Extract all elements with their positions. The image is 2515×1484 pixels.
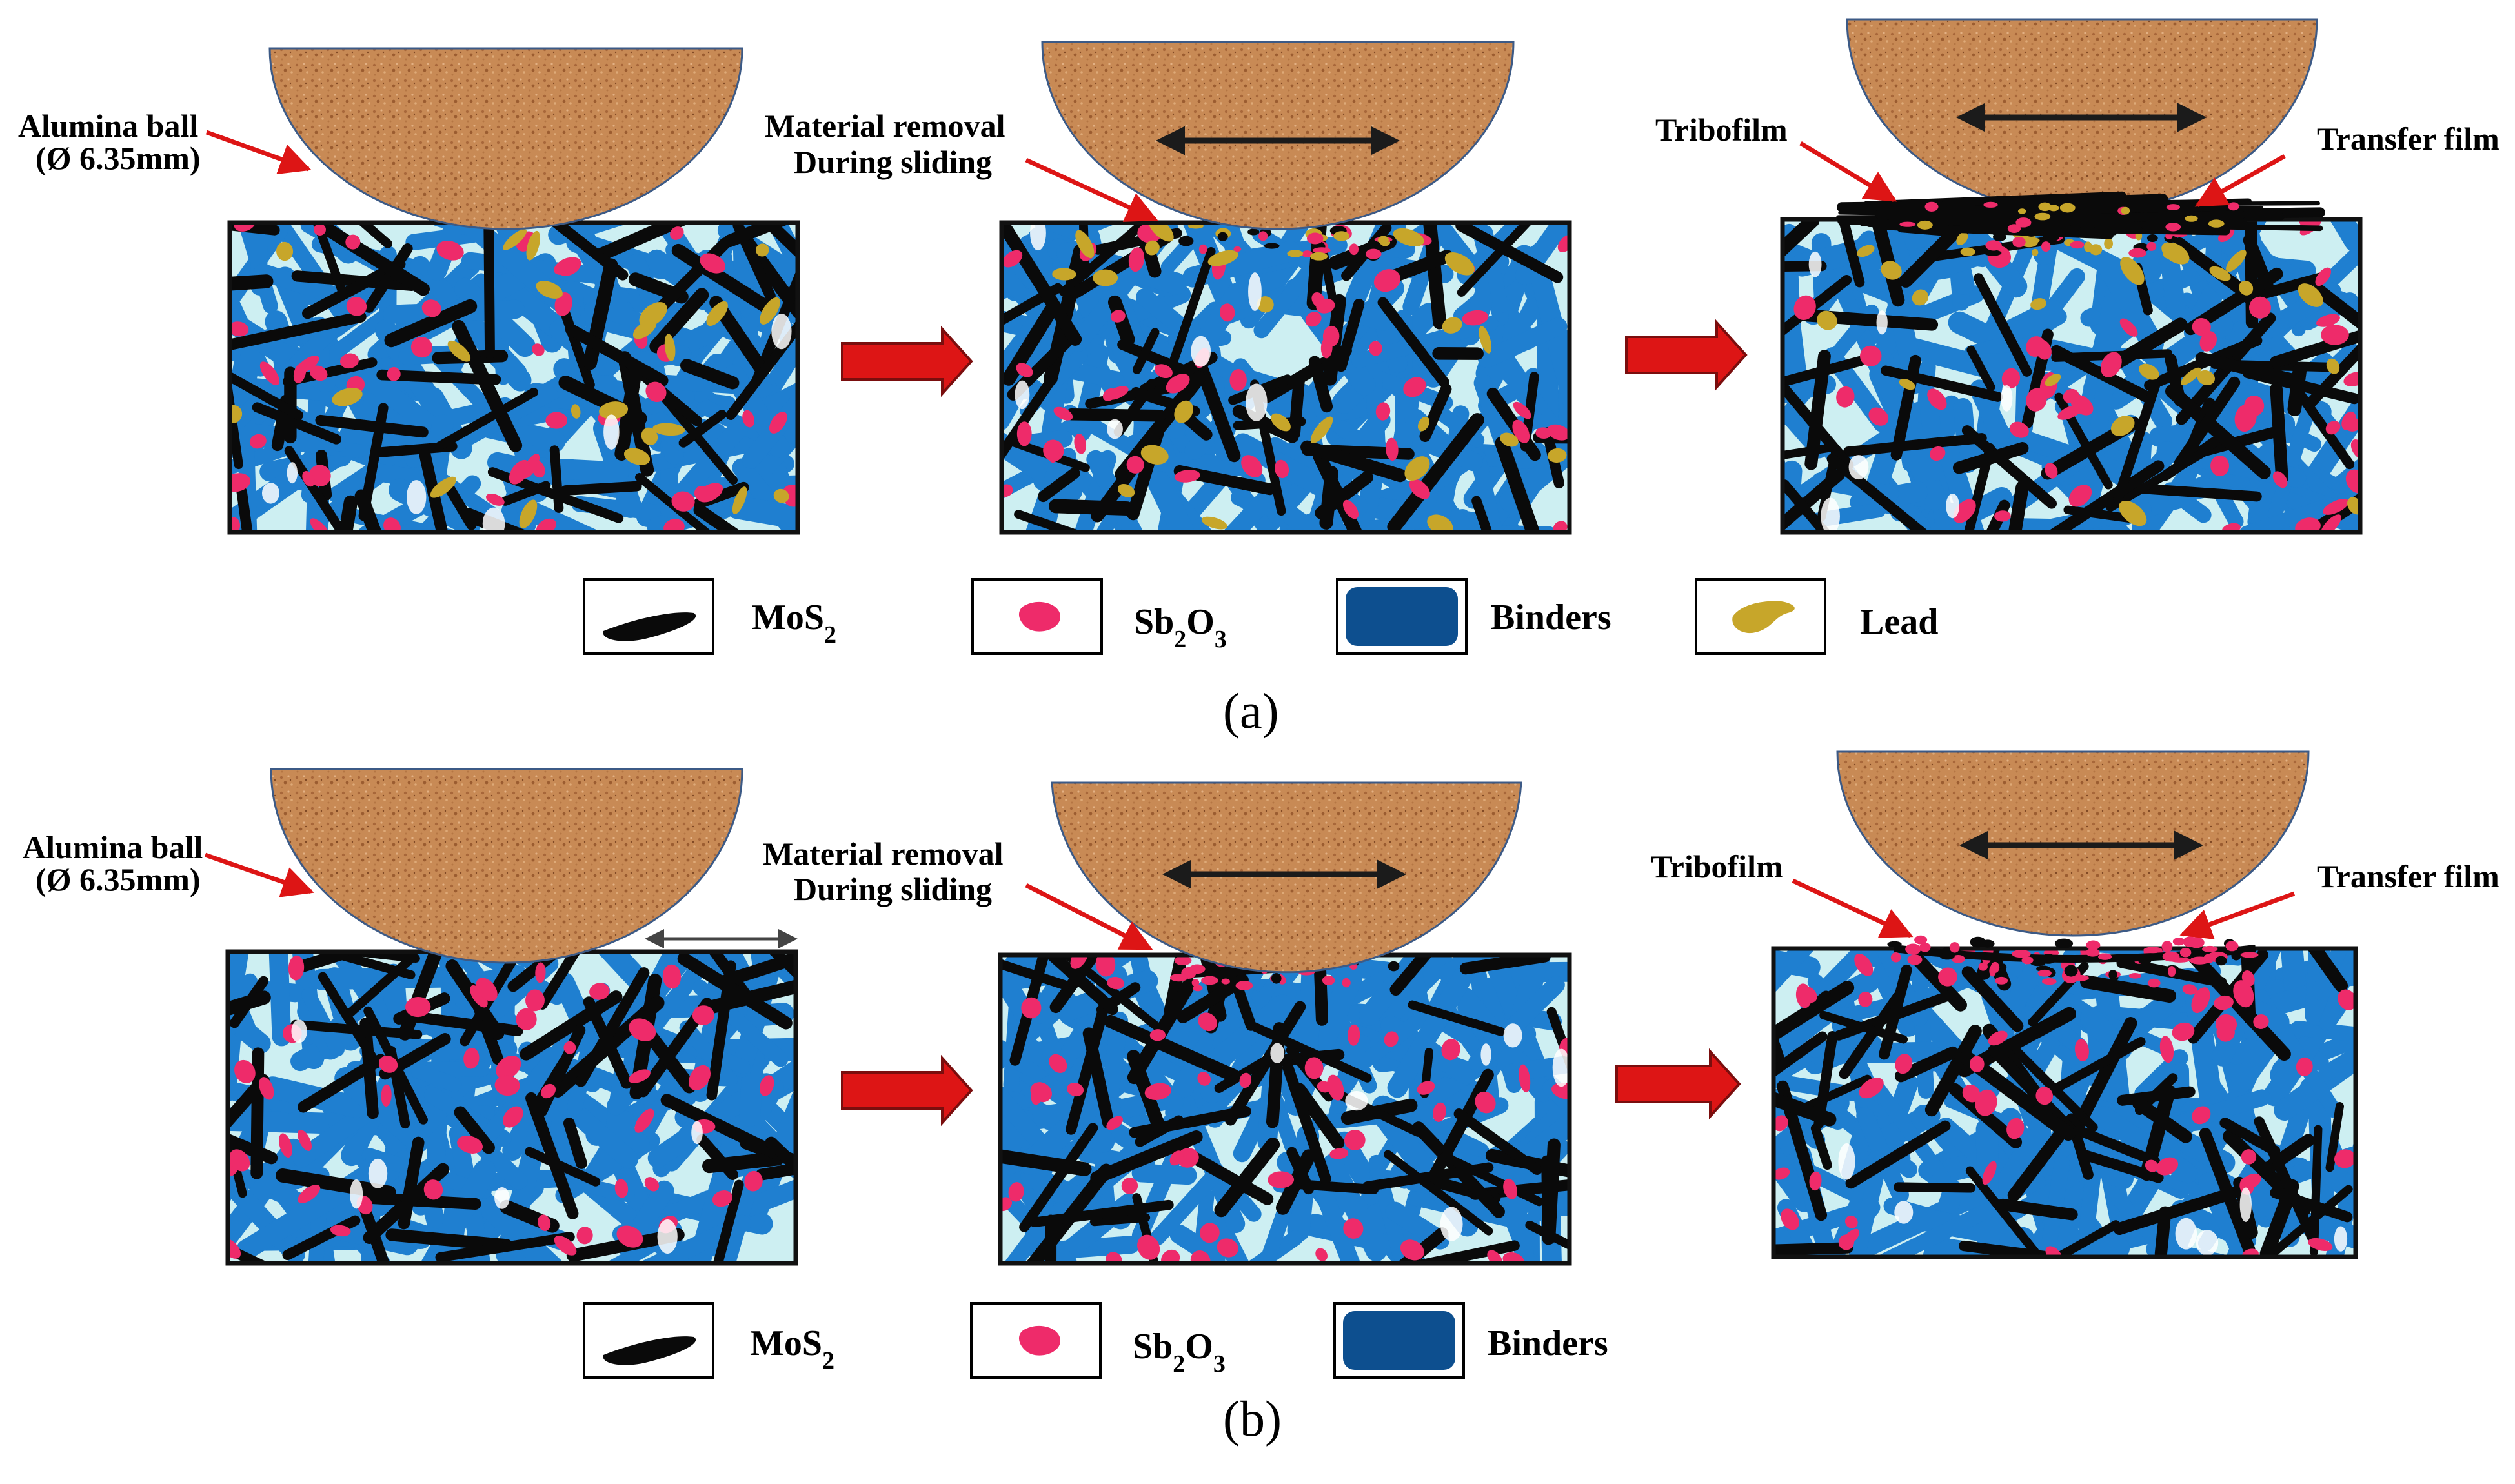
removal-label-line1: Material removal — [763, 836, 1004, 872]
alumina-ball — [268, 47, 743, 230]
tribofilm-pointer-arrow — [1792, 878, 1914, 938]
panel-b-caption: (b) — [1223, 1390, 1282, 1447]
panel-b: Alumina ball (Ø 6.35mm) Material removal… — [23, 750, 2500, 1447]
binders-swatch-icon — [1343, 1311, 1455, 1370]
panel-a-stage-2: Material removal During sliding — [765, 41, 1572, 535]
legend-item-binders: Binders — [1333, 1302, 1608, 1379]
legend-mos2-label: MoS2 — [752, 597, 836, 648]
tribofilm-layer — [1836, 191, 2325, 239]
legend-lead-label: Lead — [1860, 602, 1938, 642]
legend-item-sb2o3: Sb2O3 — [970, 1302, 1226, 1379]
legend-item-lead: Lead — [1695, 578, 1938, 655]
removal-pointer-arrow — [1025, 157, 1158, 222]
alumina-ball — [270, 768, 743, 964]
legend-sb2o3-label: Sb2O3 — [1134, 602, 1227, 653]
legend-binders-label: Binders — [1491, 597, 1611, 637]
tribofilm-label: Tribofilm — [1651, 848, 1783, 885]
legend-panel-a: MoS2 Sb2O3 Binders Lead — [583, 578, 1938, 655]
mos2-flake-icon — [603, 1336, 696, 1365]
ball-label-line1: Alumina ball — [23, 829, 203, 865]
legend-item-mos2: MoS2 — [583, 1302, 834, 1379]
removal-pointer-arrow — [1025, 883, 1153, 951]
legend-item-binders: Binders — [1336, 578, 1611, 655]
legend-panel-b: MoS2 Sb2O3 Binders — [583, 1302, 1608, 1379]
composite-block — [227, 220, 800, 535]
sb2o3-particle-icon — [1018, 601, 1061, 632]
removal-label-line1: Material removal — [765, 108, 1005, 144]
removal-label-line2: During sliding — [794, 871, 992, 907]
legend-sb2o3-label: Sb2O3 — [1133, 1327, 1226, 1378]
transfer-film-pointer-arrow — [2179, 891, 2296, 939]
panel-b-stage-3: Tribofilm Transfer film — [1651, 750, 2500, 1259]
panel-b-stage-2: Material removal During sliding — [763, 781, 1572, 1266]
composite-block — [1771, 946, 2358, 1259]
sb2o3-particle-icon — [1018, 1325, 1061, 1356]
process-arrow — [841, 1054, 973, 1127]
ball-label-line2: (Ø 6.35mm) — [35, 140, 201, 176]
transfer-film-pointer-arrow — [2194, 154, 2286, 208]
panel-a-caption: (a) — [1223, 683, 1279, 739]
legend-mos2-label: MoS2 — [750, 1323, 834, 1374]
process-arrow — [1625, 319, 1748, 391]
ball-label-line2: (Ø 6.35mm) — [35, 861, 201, 897]
ball-label-line1: Alumina ball — [18, 108, 198, 144]
binders-swatch-icon — [1346, 587, 1458, 646]
mos2-flake-icon — [603, 612, 696, 641]
transfer-film-label: Transfer film — [2317, 121, 2500, 157]
panel-a-stage-1: Alumina ball (Ø 6.35mm) — [18, 47, 800, 535]
removal-label-line2: During sliding — [794, 144, 992, 180]
process-arrow — [1615, 1048, 1741, 1120]
transfer-film-label: Transfer film — [2317, 858, 2500, 894]
legend-item-mos2: MoS2 — [583, 578, 836, 655]
composite-block — [225, 949, 798, 1266]
legend-item-sb2o3: Sb2O3 — [971, 578, 1227, 655]
ball-pointer-arrow — [205, 130, 312, 175]
ball-pointer-arrow — [204, 852, 314, 897]
panel-b-stage-1: Alumina ball (Ø 6.35mm) — [23, 768, 798, 1266]
process-arrow — [841, 325, 973, 397]
tribofilm-label: Tribofilm — [1655, 112, 1788, 148]
lead-particle-icon — [1732, 601, 1795, 634]
legend-binders-label: Binders — [1488, 1323, 1608, 1363]
composite-block — [999, 220, 1572, 535]
composite-block — [1780, 217, 2363, 535]
panel-a: Alumina ball (Ø 6.35mm) Material removal… — [18, 18, 2500, 739]
tribofilm-pointer-arrow — [1799, 141, 1897, 202]
alumina-ball — [1051, 781, 1522, 974]
panel-a-stage-3: Tribofilm Transfer film — [1655, 18, 2500, 535]
tribofilm-layer — [1887, 935, 2259, 966]
composite-block — [998, 952, 1572, 1266]
